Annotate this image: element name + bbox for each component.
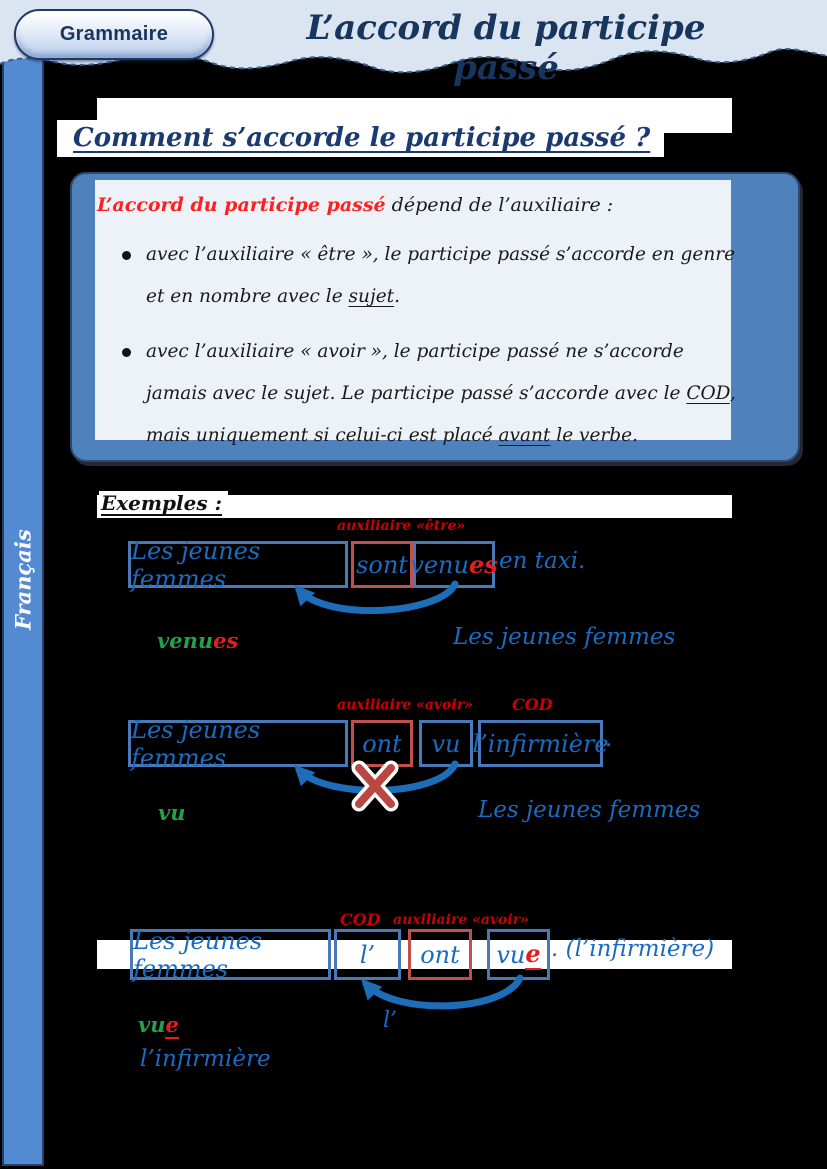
example3-answer-base: vu (138, 1012, 166, 1037)
example2-cod: l’infirmière (472, 729, 609, 758)
rule-list: avec l’auxiliaire « être », le participe… (118, 234, 743, 457)
example1-answer-base: venu (157, 628, 214, 653)
example3-backing-strip (97, 940, 732, 969)
example3-cod-label: COD (340, 910, 381, 929)
example3-answer-cod: l’infirmière (140, 1046, 271, 1072)
example3-answer-ending: e (165, 1012, 179, 1039)
example3-cod-pronoun: l’ (359, 940, 376, 969)
rule-heading-rest: dépend de l’auxiliaire : (385, 194, 614, 216)
page-title: L’accord du participe passé (306, 8, 706, 88)
rule-bullet2-post: le verbe. (550, 425, 638, 446)
rule-bullet-avoir: avec l’auxiliaire « avoir », le particip… (118, 331, 743, 457)
example3-subject-box: Les jeunes femmes (130, 926, 331, 983)
example2-aux: ont (362, 729, 402, 758)
rule-bullet1-post: . (394, 286, 400, 307)
example2-participle: vu (431, 729, 461, 758)
example1-participle-ending: es (468, 550, 498, 579)
example3-cod-pronoun-box: l’ (334, 929, 401, 980)
example3-aux: ont (420, 940, 460, 969)
rule-bullet2-underlined-cod: COD (686, 383, 730, 404)
rule-bullet1-underlined: sujet (348, 286, 395, 307)
agreement-arrow-icon-2 (361, 974, 524, 1010)
example1-aux-label: auxiliaire «être» (337, 518, 466, 534)
example2-cod-box: l’infirmière (472, 720, 609, 767)
grammaire-badge-label: Grammaire (59, 23, 169, 45)
rule-bullet2-text: avec l’auxiliaire « avoir », le particip… (146, 341, 687, 404)
example2-answer-subject: Les jeunes femmes (478, 797, 701, 823)
example1-participle-base: venu (410, 550, 469, 579)
example1-aux: sont (356, 550, 408, 579)
rule-bullet1-text: avec l’auxiliaire « être », le participe… (146, 244, 736, 307)
example2-aux-label: auxiliaire «avoir» (337, 697, 473, 713)
example3-aux-label: auxiliaire «avoir» (393, 912, 529, 928)
no-agreement-arrow-icon (294, 760, 459, 812)
rule-bullet2-underlined-avant: avant (498, 425, 551, 446)
rule-panel-inner (95, 180, 731, 440)
example2-cod-label: COD (512, 695, 553, 714)
no-agreement-cross-icon (351, 760, 399, 812)
example1-answer-subject: Les jeunes femmes (453, 624, 676, 650)
example3-participle-ending: e (525, 939, 541, 970)
example1-aux-box: sont (351, 541, 413, 588)
example1-answer-ending: es (213, 628, 239, 653)
examples-label: Exemples : (99, 491, 228, 515)
example3-answer-participle: vue (138, 1012, 179, 1039)
rule-heading: L’accord du participe passé dépend de l’… (97, 190, 757, 220)
example1-answer-participle: venues (157, 628, 238, 653)
example3-answer-pronoun: l’ (383, 1008, 398, 1033)
example2-answer-participle: vu (158, 800, 186, 825)
example2-period: . (605, 726, 613, 752)
example3-rest: . (l’infirmière) (551, 936, 715, 962)
rule-heading-red: L’accord du participe passé (97, 194, 386, 216)
example1-subject: Les jeunes femmes (131, 536, 261, 593)
example2-participle-box: vu (419, 720, 473, 767)
rule-bullet2-mid: , mais uniquement si celui-ci est placé (146, 383, 736, 446)
agreement-arrow-icon (294, 580, 459, 615)
example3-participle-base: vu (496, 940, 526, 969)
question-title: Comment s’accorde le participe passé ? (57, 120, 665, 157)
sidebar-subject-label: Français (10, 529, 36, 631)
example2-aux-box: ont (351, 720, 413, 767)
example3-subject: Les jeunes femmes (133, 926, 263, 983)
grammaire-badge: Grammaire (14, 9, 214, 60)
subject-sidebar (2, 58, 44, 1166)
examples-backing-strip (97, 495, 732, 518)
example1-subject-box: Les jeunes femmes (128, 537, 348, 593)
example2-subject: Les jeunes femmes (131, 715, 261, 772)
rule-bullet-etre: avec l’auxiliaire « être », le participe… (118, 234, 743, 318)
example3-aux-box: ont (408, 929, 472, 980)
example1-rest: en taxi. (499, 548, 586, 574)
example2-subject-box: Les jeunes femmes (128, 716, 348, 772)
